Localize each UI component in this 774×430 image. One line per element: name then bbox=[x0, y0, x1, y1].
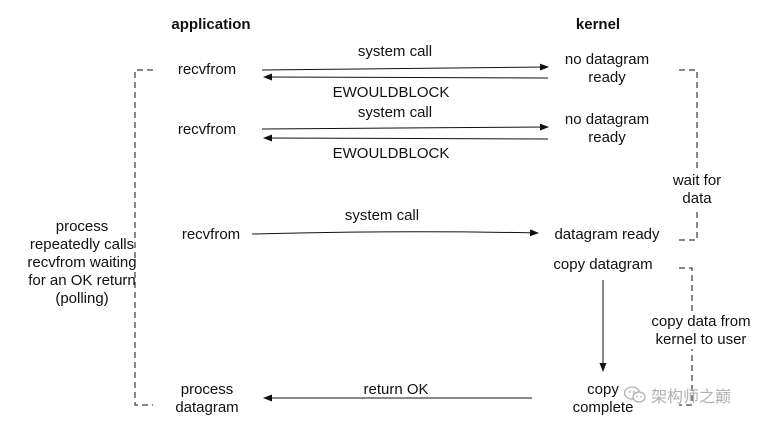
polling-bracket bbox=[134, 69, 153, 406]
watermark: 架构师之巅 bbox=[624, 383, 731, 407]
kernel-header: kernel bbox=[575, 16, 621, 33]
copy-complete-label: copy complete bbox=[572, 381, 634, 416]
ewouldblock-label-2: EWOULDBLOCK bbox=[332, 145, 450, 162]
system-call-label-3: system call bbox=[344, 207, 420, 224]
ewouldblock-arrow-1 bbox=[263, 73, 549, 81]
polling-note: process repeatedly calls recvfrom waitin… bbox=[27, 218, 137, 307]
ewouldblock-arrow-2 bbox=[263, 134, 549, 142]
system-call-label-2: system call bbox=[357, 104, 433, 121]
wechat-icon bbox=[624, 386, 646, 403]
wait-for-data-note: wait for data bbox=[670, 172, 724, 208]
copy-datagram-label: copy datagram bbox=[553, 256, 653, 273]
system-call-arrow-3 bbox=[251, 229, 539, 237]
watermark-text: 架构师之巅 bbox=[651, 387, 732, 406]
recvfrom-label-3: recvfrom bbox=[181, 226, 241, 243]
wait-bracket bbox=[679, 69, 698, 241]
ewouldblock-label-1: EWOULDBLOCK bbox=[332, 84, 450, 101]
system-call-label-1: system call bbox=[357, 43, 433, 60]
kernel-status-1: no datagram ready bbox=[564, 51, 650, 86]
kernel-status-2: no datagram ready bbox=[564, 111, 650, 146]
process-datagram-label: process datagram bbox=[175, 381, 239, 416]
recvfrom-label-1: recvfrom bbox=[177, 61, 237, 78]
copy-data-note: copy data from kernel to user bbox=[649, 313, 753, 349]
system-call-arrow-1 bbox=[261, 63, 549, 71]
datagram-ready-label: datagram ready bbox=[554, 226, 660, 243]
recvfrom-label-2: recvfrom bbox=[177, 121, 237, 138]
system-call-arrow-2 bbox=[261, 123, 549, 131]
return-ok-label: return OK bbox=[363, 381, 429, 398]
application-header: application bbox=[171, 16, 251, 33]
